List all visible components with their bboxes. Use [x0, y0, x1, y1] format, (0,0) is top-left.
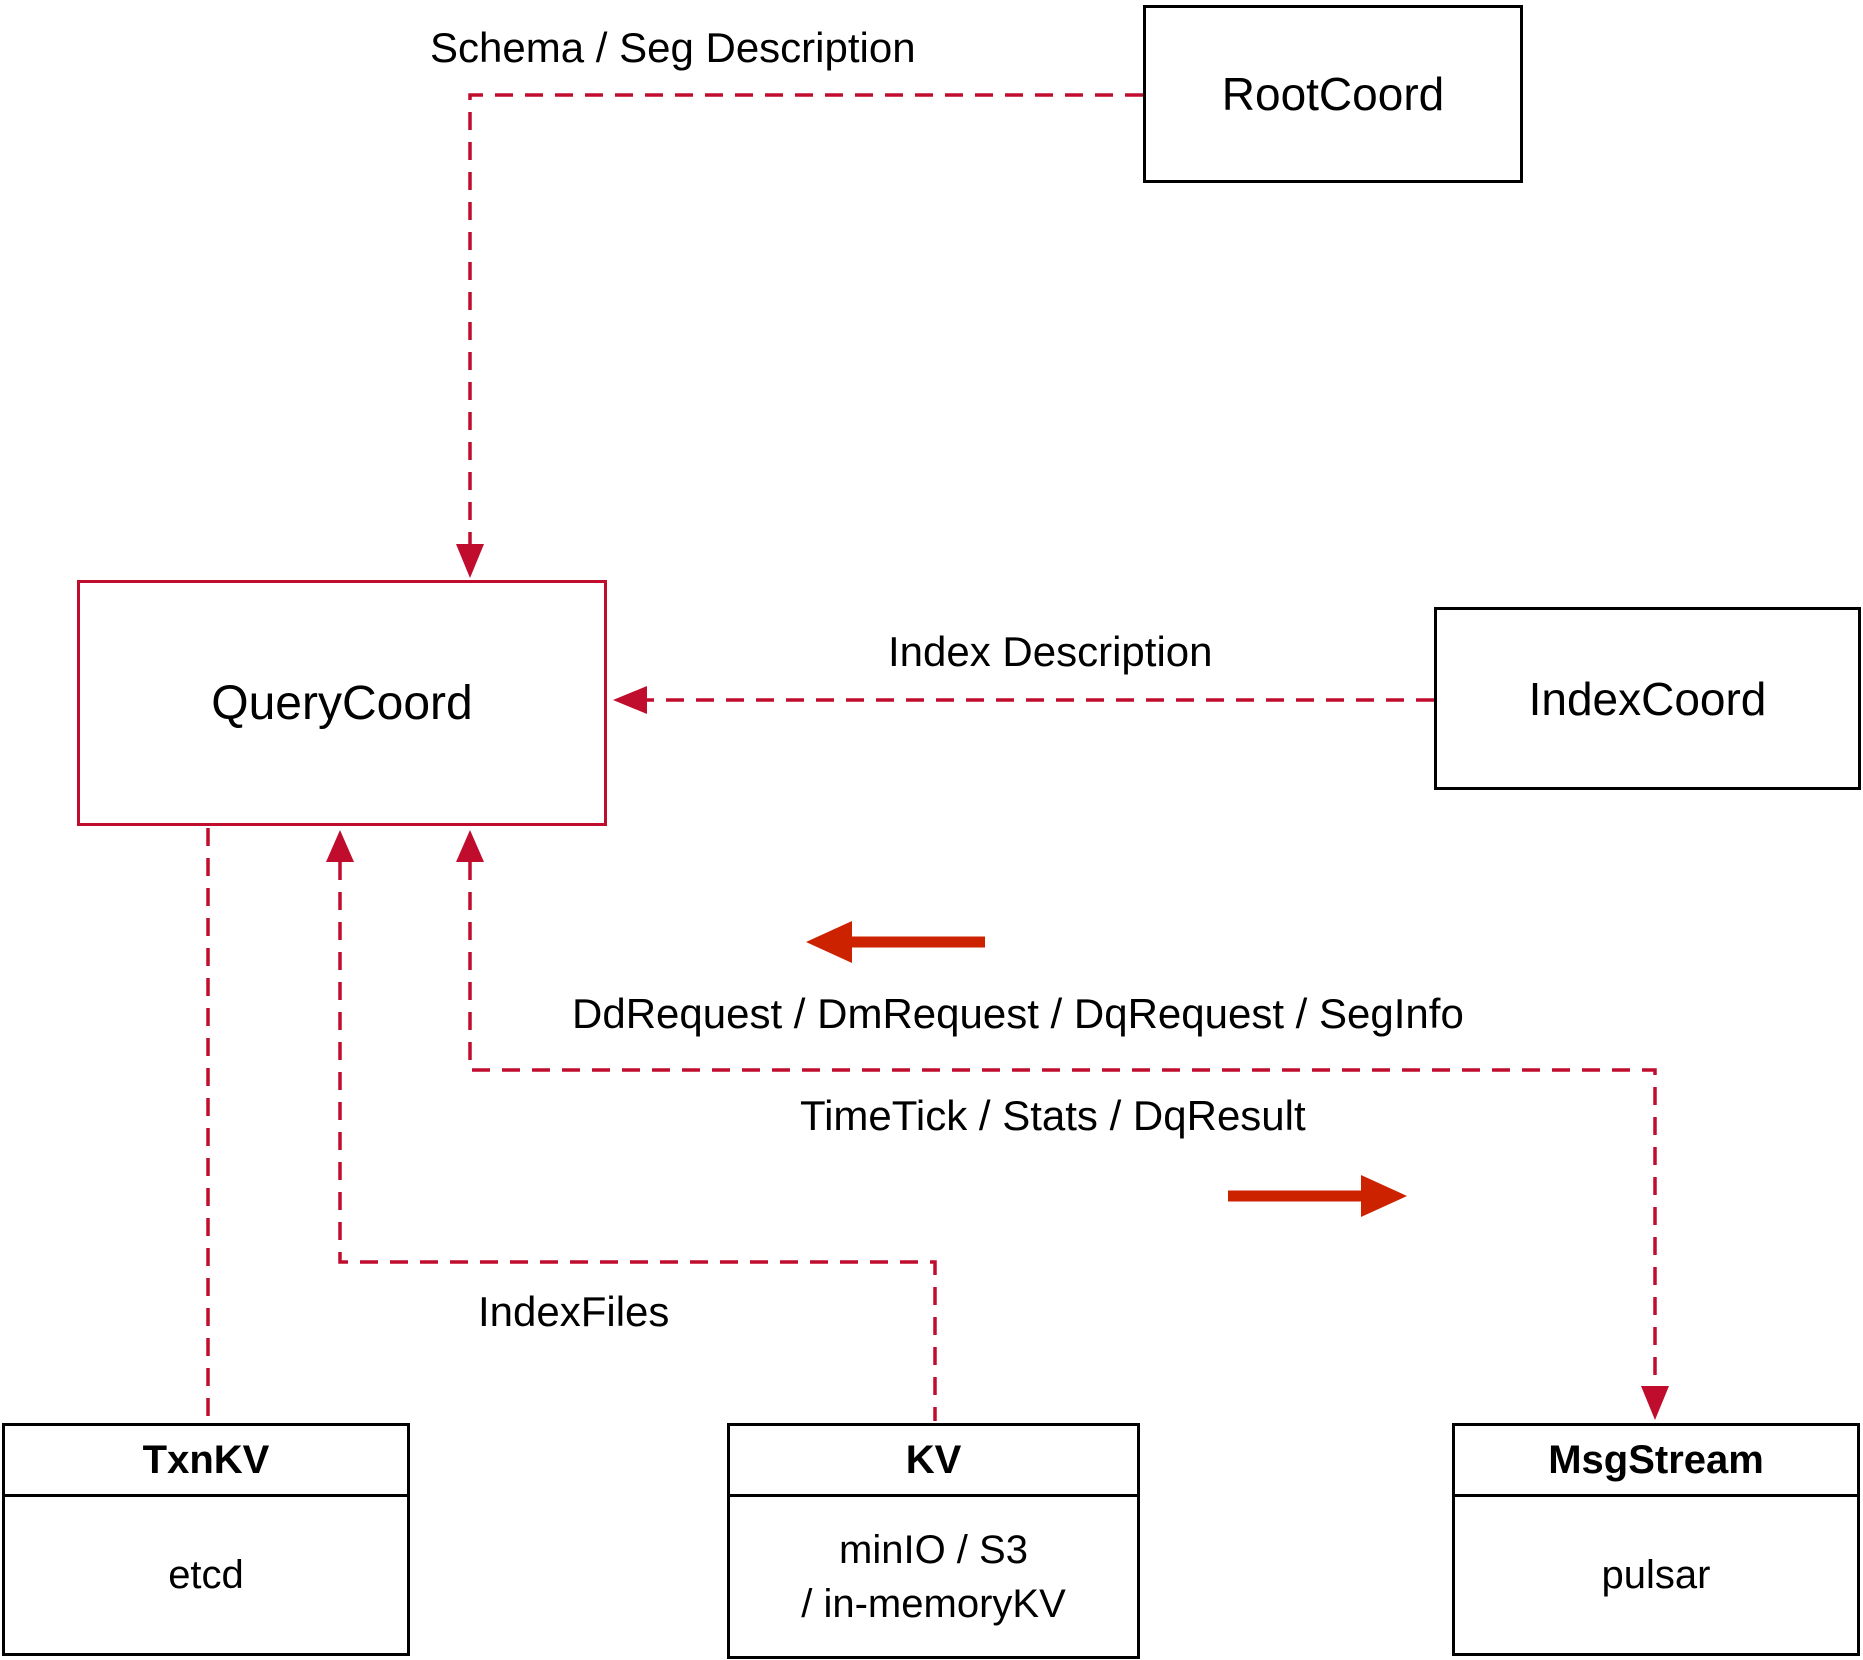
node-kv-title: KV: [730, 1426, 1137, 1497]
edge-schema-seg-line: [468, 93, 1143, 546]
node-kv-body-line1: minIO / S3: [839, 1527, 1028, 1572]
node-txnkv: TxnKV etcd: [2, 1423, 410, 1656]
node-indexcoord-label: IndexCoord: [1528, 672, 1767, 725]
edge-label-index-desc: Index Description: [888, 628, 1213, 675]
edge-msgstream-line: [468, 862, 1657, 1386]
edge-label-time-tick: TimeTick / Stats / DqResult: [800, 1092, 1306, 1139]
edge-label-dd-request: DdRequest / DmRequest / DqRequest / SegI…: [572, 990, 1464, 1037]
node-msgstream: MsgStream pulsar: [1452, 1423, 1860, 1656]
node-querycoord: QueryCoord: [77, 580, 607, 826]
node-msgstream-body: pulsar: [1601, 1553, 1711, 1597]
node-kv-body-line2: / in-memoryKV: [801, 1581, 1066, 1626]
node-rootcoord: RootCoord: [1143, 5, 1523, 183]
edge-label-index-files: IndexFiles: [478, 1288, 670, 1335]
node-rootcoord-label: RootCoord: [1221, 68, 1445, 120]
edge-index-desc-arrowhead-icon: [613, 686, 647, 714]
edge-label-schema-seg: Schema / Seg Description: [430, 24, 916, 71]
node-msgstream-title: MsgStream: [1455, 1426, 1857, 1497]
edge-index-files-line: [338, 862, 937, 1421]
node-querycoord-label: QueryCoord: [211, 676, 473, 730]
direction-arrow-right-icon: [1361, 1175, 1407, 1217]
node-txnkv-title: TxnKV: [5, 1426, 407, 1497]
node-txnkv-body: etcd: [168, 1553, 244, 1597]
edge-msgstream-arrowhead-down-icon: [1641, 1386, 1669, 1420]
edge-index-files-arrowhead-icon: [326, 830, 354, 862]
node-indexcoord: IndexCoord: [1434, 607, 1861, 790]
edge-msgstream-arrowhead-up-icon: [456, 830, 484, 862]
node-kv: KV minIO / S3 / in-memoryKV: [727, 1423, 1140, 1659]
direction-arrow-left-icon: [806, 921, 852, 963]
edge-schema-seg-arrowhead-icon: [456, 544, 484, 578]
